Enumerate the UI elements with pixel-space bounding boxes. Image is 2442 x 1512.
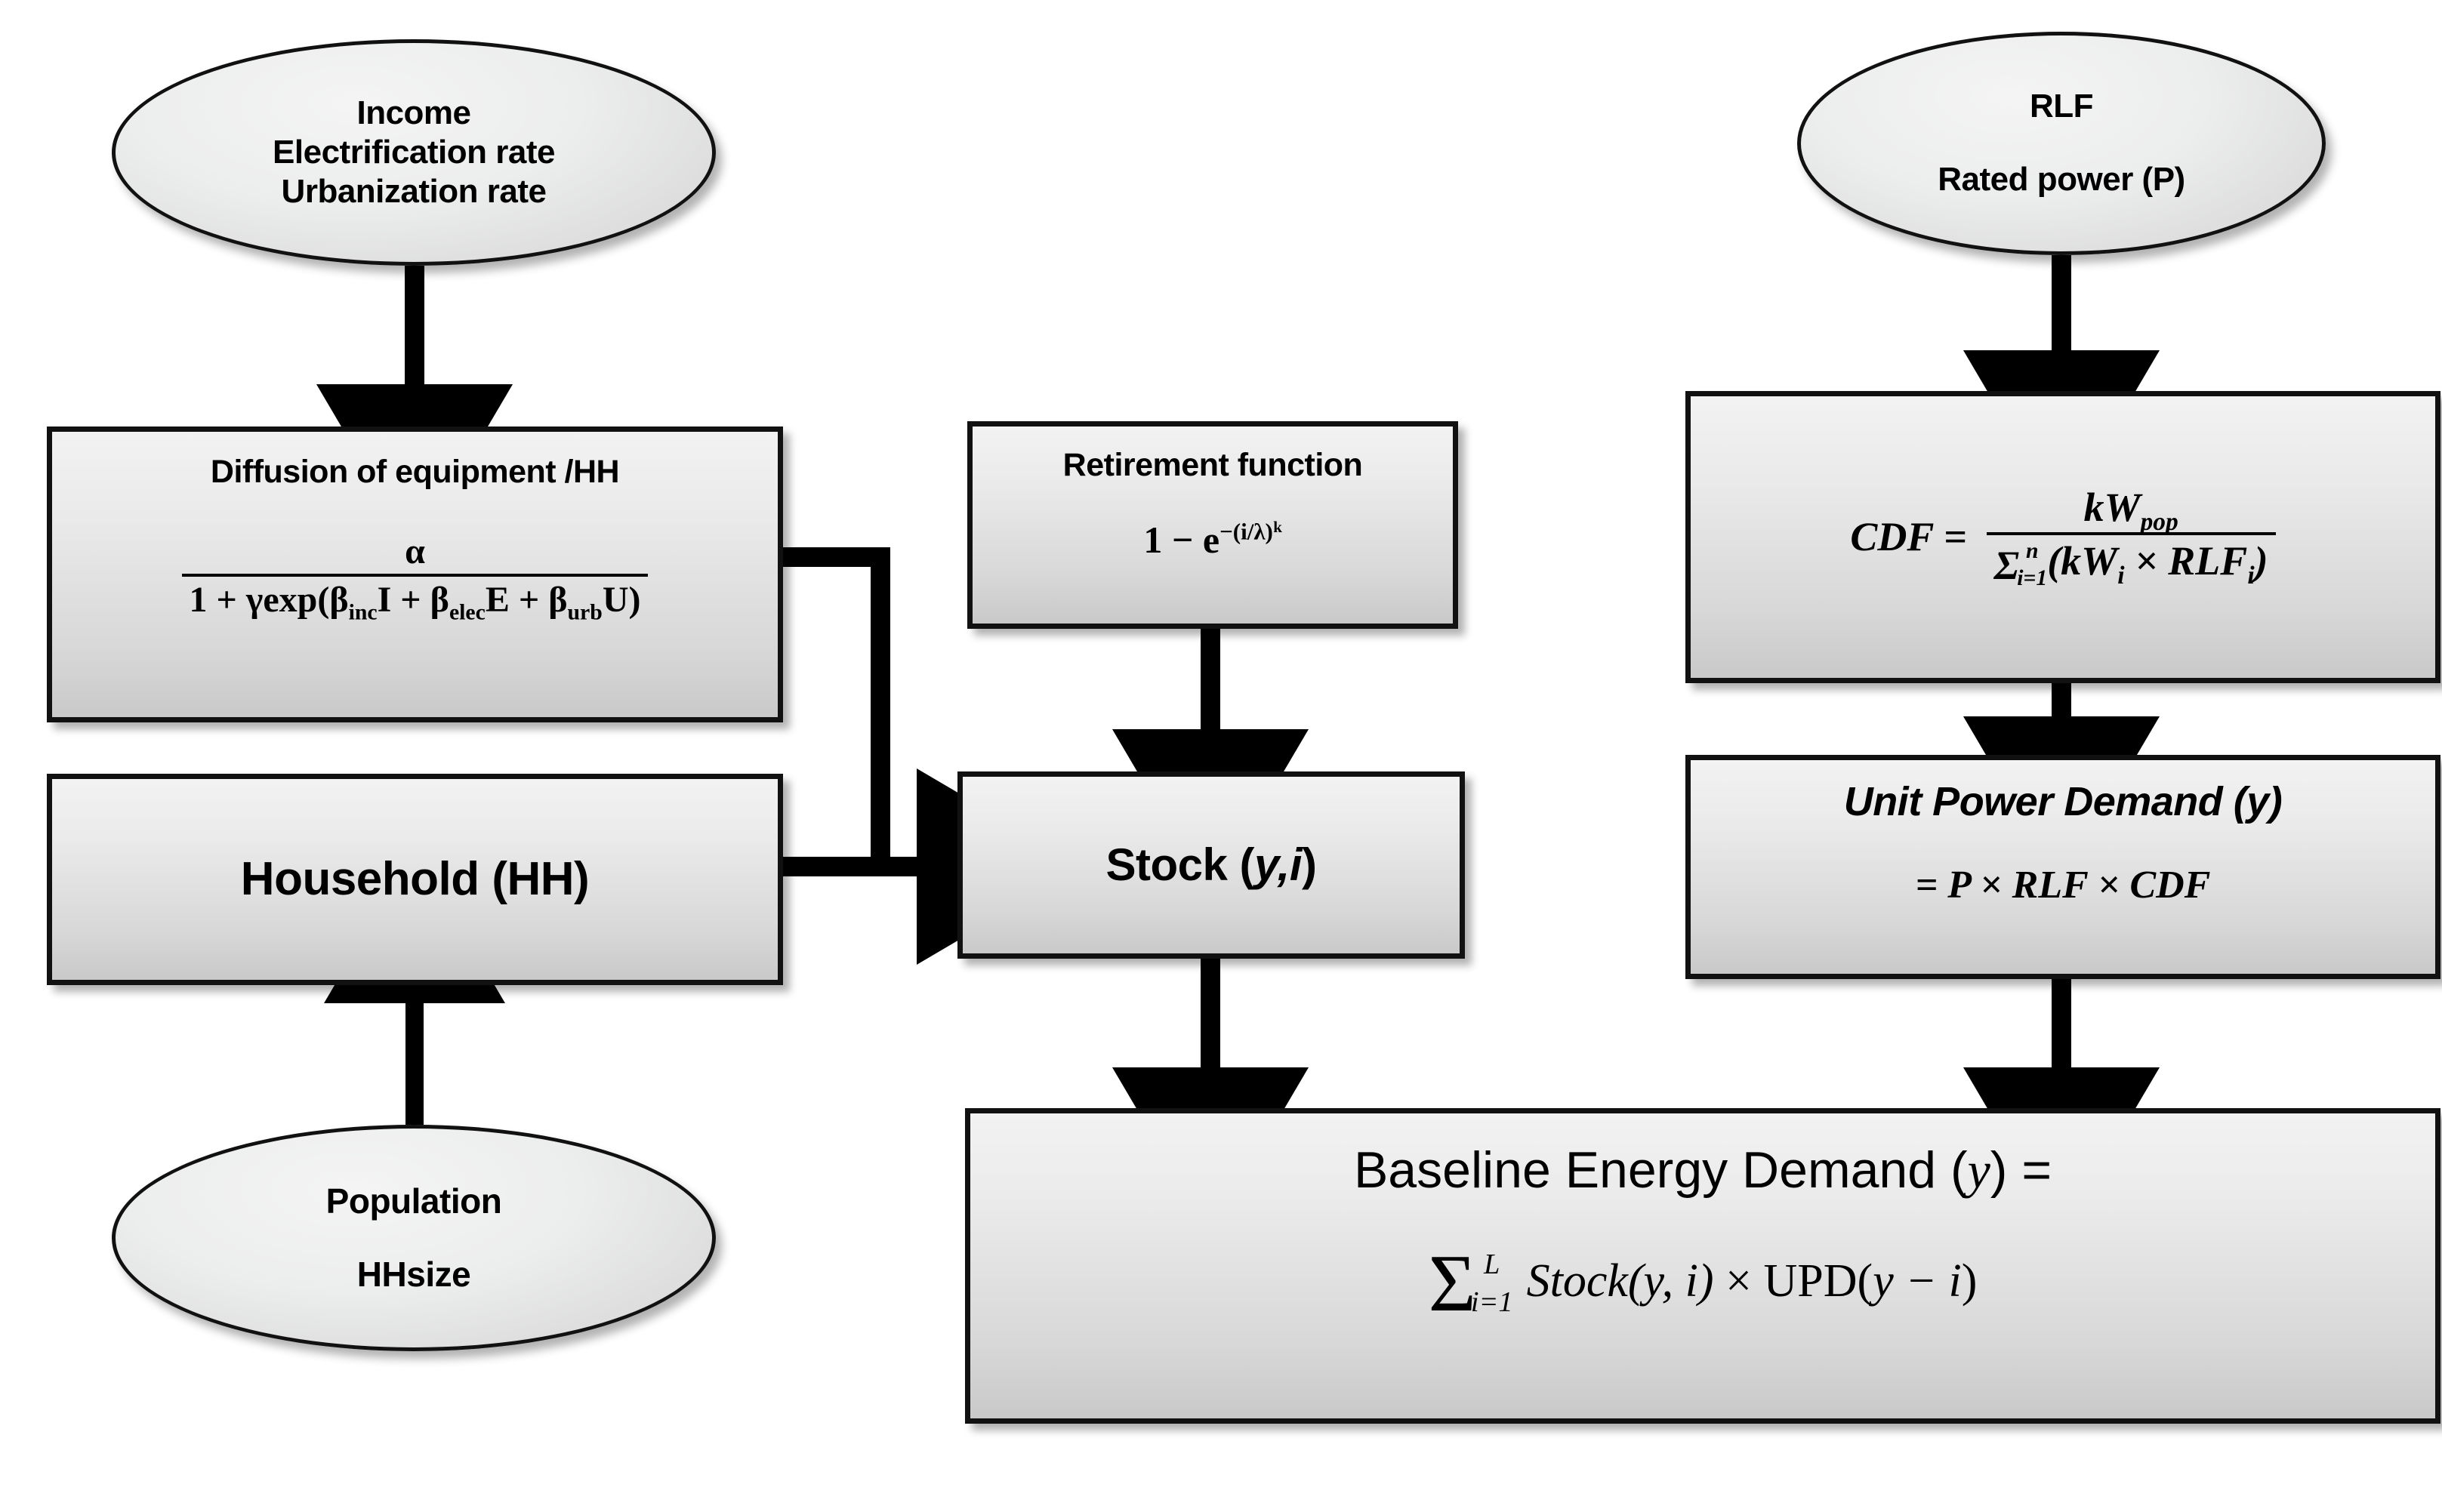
baseline-box[interactable]: Baseline Energy Demand (y) = Σ L i=1 Sto… xyxy=(965,1108,2440,1424)
baseline-title-suffix: ) = xyxy=(1990,1141,2052,1199)
population-line-2: HHsize xyxy=(356,1255,471,1294)
stock-label-italic: y,i xyxy=(1254,839,1303,890)
den-part-3: inc xyxy=(348,599,378,625)
cdf-sigma-lower: i=1 xyxy=(2017,565,2048,590)
cdf-numerator-sub: pop xyxy=(2140,507,2178,536)
cdf-sigma-glyph: Σ xyxy=(1993,542,2020,588)
rlf-ellipse[interactable]: RLF Rated power (P) xyxy=(1797,32,2326,255)
rlf-line-1: RLF xyxy=(2029,88,2094,125)
retirement-exponent: −(i/λ) xyxy=(1219,518,1273,545)
den-part-8: β xyxy=(548,579,568,620)
den-part-4: I + xyxy=(377,579,430,620)
cdf-den-body-sub-1: i xyxy=(2117,561,2125,590)
cdf-den-body-3: ) xyxy=(2254,537,2268,584)
diffusion-box[interactable]: Diffusion of equipment /HH α 1 + γexp(βi… xyxy=(47,427,783,722)
baseline-sigma-lower: i=1 xyxy=(1470,1286,1513,1319)
drivers-line-1: Income xyxy=(356,94,471,132)
baseline-sigma-upper: L xyxy=(1484,1249,1500,1281)
drivers-ellipse[interactable]: Income Electrification rate Urbanization… xyxy=(112,39,716,266)
cdf-sigma-upper: n xyxy=(2025,539,2039,564)
population-ellipse[interactable]: Population HHsize xyxy=(112,1125,716,1351)
den-part-9: urb xyxy=(567,599,603,625)
den-part-1: γexp( xyxy=(245,579,330,620)
den-part-7: E + xyxy=(485,579,549,620)
baseline-sum-body-italic: Stock(y, i) xyxy=(1526,1255,1714,1307)
den-part-6: elec xyxy=(449,599,486,625)
stock-label-prefix: Stock ( xyxy=(1105,839,1255,890)
diffusion-numerator: α xyxy=(405,531,425,571)
cdf-denominator: Σ n i=1 (kWi × RLFi) xyxy=(1986,531,2276,590)
cdf-numerator-main: kW xyxy=(2083,484,2141,530)
retirement-title: Retirement function xyxy=(1062,447,1363,483)
upd-box[interactable]: Unit Power Demand (y) = P × RLF × CDF xyxy=(1685,755,2440,979)
baseline-formula: Σ L i=1 Stock(y, i) × UPD(y − i) xyxy=(1429,1236,1978,1331)
cdf-den-body-1: (kW xyxy=(2047,537,2118,584)
den-part-5: β xyxy=(430,579,449,620)
household-box[interactable]: Household (HH) xyxy=(47,774,783,985)
edge-diffusion-to-stock xyxy=(782,547,890,867)
drivers-line-3: Urbanization rate xyxy=(281,172,547,210)
stock-label-suffix: ) xyxy=(1302,839,1317,890)
cdf-box[interactable]: CDF = kWpop Σ n i=1 (kWi × RLFi) xyxy=(1685,391,2440,683)
cdf-lhs: CDF = xyxy=(1850,514,1967,560)
upd-formula: = P × RLF × CDF xyxy=(1915,863,2211,907)
baseline-sum-upd-close: ) xyxy=(1961,1255,1978,1307)
stock-box[interactable]: Stock (y,i) xyxy=(957,771,1465,959)
baseline-sum-upd: UPD( xyxy=(1763,1255,1873,1307)
household-label: Household (HH) xyxy=(240,853,590,906)
stock-label: Stock (y,i) xyxy=(1105,839,1317,892)
cdf-den-body-2: × RLF xyxy=(2124,537,2248,584)
diffusion-formula: α 1 + γexp(βincI + βelecE + βurbU) xyxy=(181,531,649,625)
baseline-title: Baseline Energy Demand (y) = xyxy=(1354,1141,2052,1200)
diffusion-denominator: 1 + γexp(βincI + βelecE + βurbU) xyxy=(181,573,649,625)
drivers-line-2: Electrification rate xyxy=(273,134,555,171)
den-part-0: 1 + xyxy=(189,579,246,620)
upd-title: Unit Power Demand (y) xyxy=(1843,779,2283,824)
population-line-1: Population xyxy=(325,1181,502,1221)
baseline-sum-times: × xyxy=(1713,1255,1764,1307)
cdf-numerator: kWpop xyxy=(2077,484,2186,534)
baseline-sigma-glyph: Σ xyxy=(1428,1238,1476,1329)
baseline-title-italic: y xyxy=(1967,1141,1990,1199)
retirement-exponent-power: k xyxy=(1273,517,1282,536)
cdf-formula: CDF = kWpop Σ n i=1 (kWi × RLFi) xyxy=(1850,484,2276,590)
diffusion-title: Diffusion of equipment /HH xyxy=(210,454,620,490)
baseline-sum-upd-arg: y − i xyxy=(1873,1255,1962,1307)
baseline-title-prefix: Baseline Energy Demand ( xyxy=(1353,1141,1968,1199)
retirement-base: 1 − e xyxy=(1143,518,1220,561)
cdf-den-body-sub-2: i xyxy=(2247,561,2255,590)
den-part-2: β xyxy=(329,579,349,620)
retirement-formula: 1 − e−(i/λ)k xyxy=(1143,517,1282,562)
rlf-line-2: Rated power (P) xyxy=(1938,161,2185,198)
den-part-10: U) xyxy=(602,579,641,620)
retirement-box[interactable]: Retirement function 1 − e−(i/λ)k xyxy=(967,421,1458,629)
